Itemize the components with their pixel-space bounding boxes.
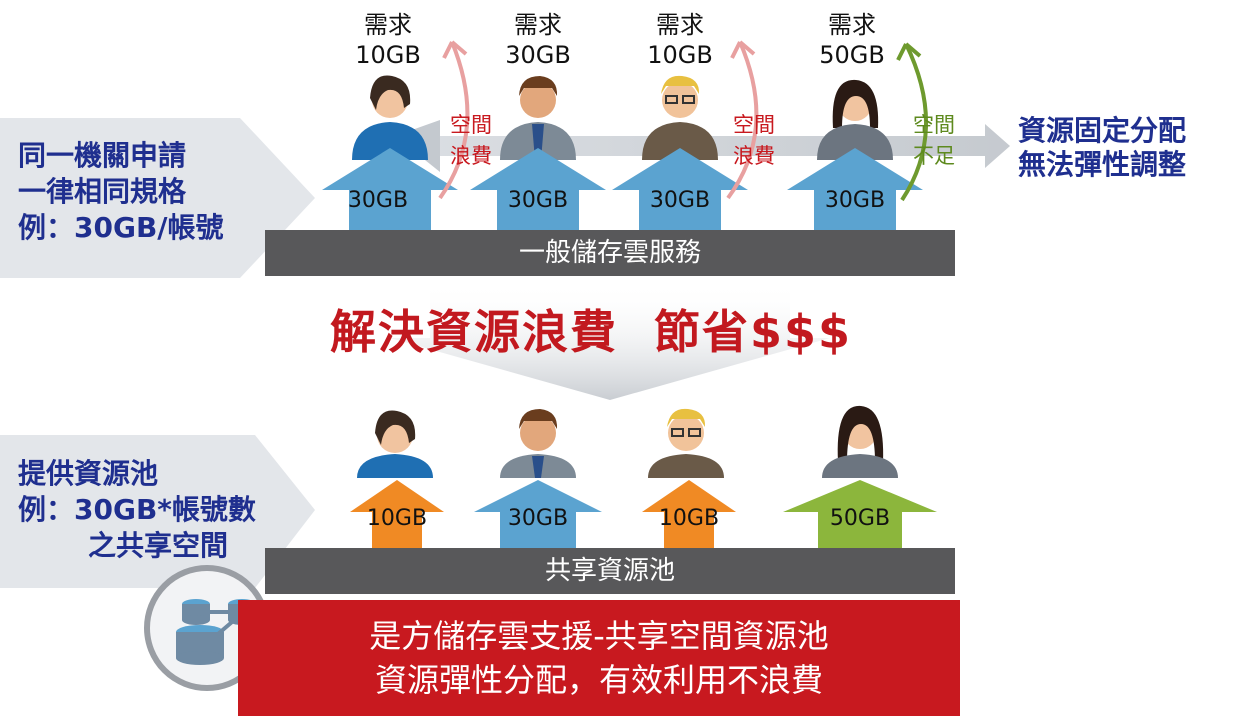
waste-curve-2: [726, 41, 759, 200]
bottom-arrow-1: [350, 480, 444, 548]
feature-banner: 是方儲存雲支援-共享空間資源池 資源彈性分配，有效利用不浪費: [238, 600, 960, 716]
person-1-top: [352, 75, 428, 160]
down-arrow: [390, 282, 830, 400]
bottom-alloc-3: 10GB: [658, 506, 720, 531]
waste-curve-1: [438, 41, 470, 200]
shortage-note: 空間不足: [913, 113, 955, 168]
right-text: 資源固定分配 無法彈性調整: [1018, 114, 1187, 181]
bottom-alloc-2: 30GB: [507, 506, 569, 531]
top-alloc-1: 30GB: [347, 188, 409, 213]
person-3-top: [642, 75, 718, 160]
left-chevron-bottom: [0, 435, 315, 588]
top-allocation-arrows: [322, 148, 923, 230]
shortage-curve: [900, 43, 928, 202]
banner-line-2: 資源彈性分配，有效利用不浪費: [374, 661, 823, 699]
waste-note-2: 空間浪費: [733, 113, 775, 168]
person-2-top: [500, 76, 576, 160]
general-storage-bar: 一般儲存雲服務: [265, 230, 955, 276]
left-text-top: 同一機關申請 一律相同規格 例：30GB/帳號: [18, 139, 224, 244]
top-alloc-4: 30GB: [824, 188, 886, 213]
person-1-bottom: [357, 410, 433, 478]
person-2-bottom: [500, 409, 576, 478]
top-alloc-3: 30GB: [649, 188, 711, 213]
bottom-alloc-4: 50GB: [829, 506, 891, 531]
left-chevron-top: [0, 118, 315, 278]
headline: 解決資源浪費 節省$$$: [330, 305, 853, 359]
bottom-arrow-2: [474, 480, 602, 548]
shared-pool-bar: 共享資源池: [265, 548, 955, 594]
bottom-arrow-3: [642, 480, 736, 548]
waste-note-1: 空間浪費: [450, 113, 492, 168]
bottom-alloc-1: 10GB: [366, 506, 428, 531]
person-4-bottom: [822, 405, 898, 478]
person-4-top: [817, 79, 893, 160]
person-3-bottom: [648, 408, 724, 478]
banner-line-1: 是方儲存雲支援-共享空間資源池: [369, 617, 829, 655]
left-text-bottom: 提供資源池 例：30GB*帳號數 之共享空間: [18, 457, 256, 562]
top-alloc-2: 30GB: [507, 188, 569, 213]
bottom-arrow-4: [783, 480, 937, 548]
